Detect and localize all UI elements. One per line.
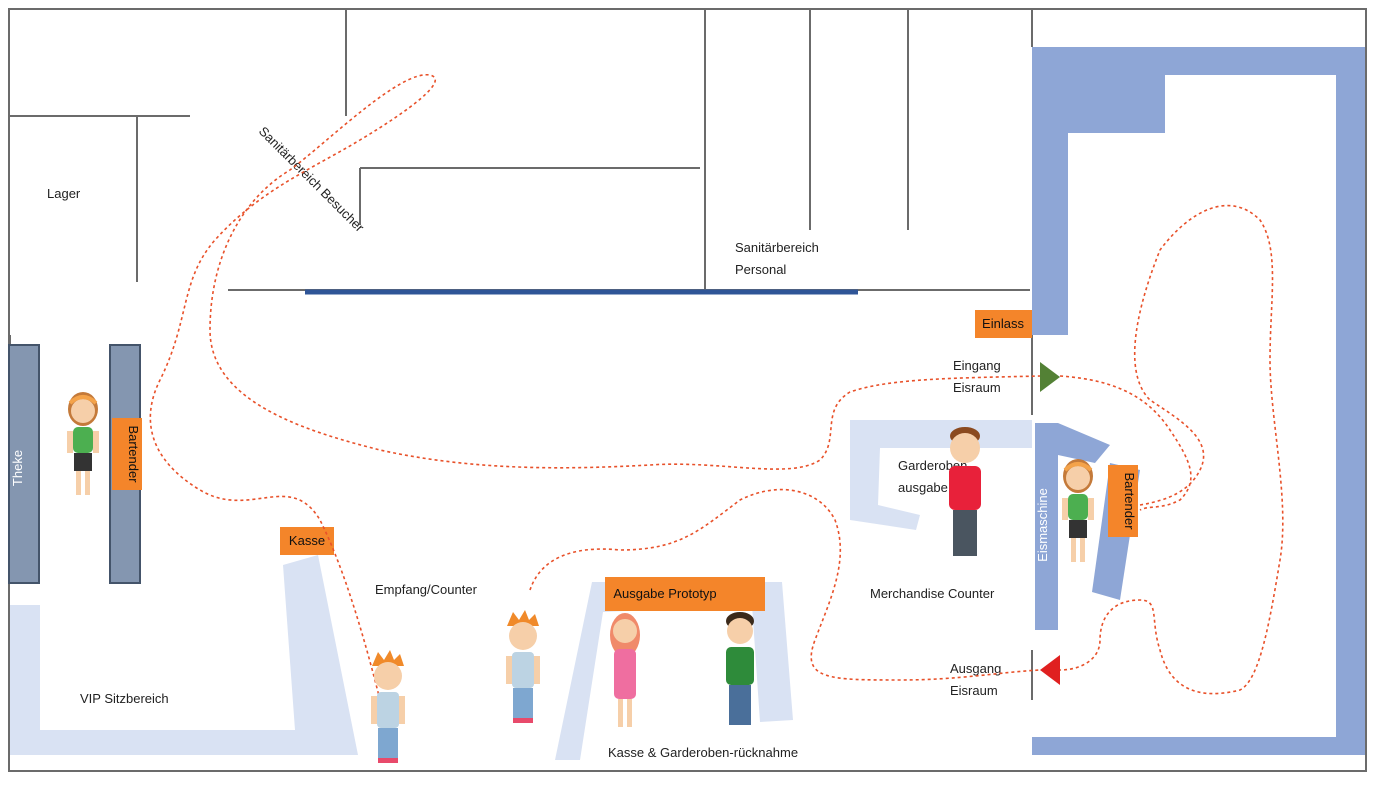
kasse-garderobe-label: Kasse & Garderoben-rücknahme [608,745,798,760]
ice-room-wall [1032,47,1366,755]
prototype-boy-person [726,612,754,725]
eismaschine-label: Eismaschine [1035,488,1050,562]
kasse-station: Kasse [280,527,334,555]
visitor-front-person [371,650,405,763]
bartender-right-station: Bartender [1108,465,1138,537]
einlass-station: Einlass [975,310,1032,338]
ausgabe-prototyp-station: Ausgabe Prototyp [605,577,765,611]
sanitaer-besucher-label: Sanitärbereich Besucher [256,124,368,236]
bartender-right-label: Bartender [1122,472,1137,530]
ausgabe-prototyp-label: Ausgabe Prototyp [613,586,716,601]
sanitaer-personal-label-2: Personal [735,262,786,277]
kasse-label: Kasse [289,533,325,548]
bartender-right-person [1060,457,1096,564]
theke-block [8,344,40,584]
garderobe-label-2: ausgabe [898,480,948,495]
ausgang-label-1: Ausgang [950,661,1001,676]
ice-machine-counter [1035,423,1110,630]
empfang-label: Empfang/Counter [375,582,478,597]
merchandise-label: Merchandise Counter [870,586,995,601]
exit-arrow-icon [1040,655,1060,685]
visitor-path-3 [1059,204,1284,695]
garderobe-counter [850,420,1032,530]
prototype-girl-person [610,613,640,727]
sanitaer-personal-label-1: Sanitärbereich [735,240,819,255]
bartender-left-label: Bartender [126,425,141,483]
bartender-left-person [65,390,101,497]
visitor-path-2 [529,488,1041,681]
entry-arrow-icon [1040,362,1060,392]
einlass-label: Einlass [982,316,1024,331]
vip-label: VIP Sitzbereich [80,691,169,706]
eingang-label-2: Eisraum [953,380,1001,395]
theke-label: Theke [10,450,25,486]
reception-person [506,610,540,723]
bartender-left-station: Bartender [112,418,142,490]
ausgang-label-2: Eisraum [950,683,998,698]
vip-seating-counter [10,555,358,755]
merch-person [949,427,981,556]
lager-label: Lager [47,186,81,201]
eingang-label-1: Eingang [953,358,1001,373]
visitor-path [149,74,1041,701]
prototype-counter [555,582,793,760]
